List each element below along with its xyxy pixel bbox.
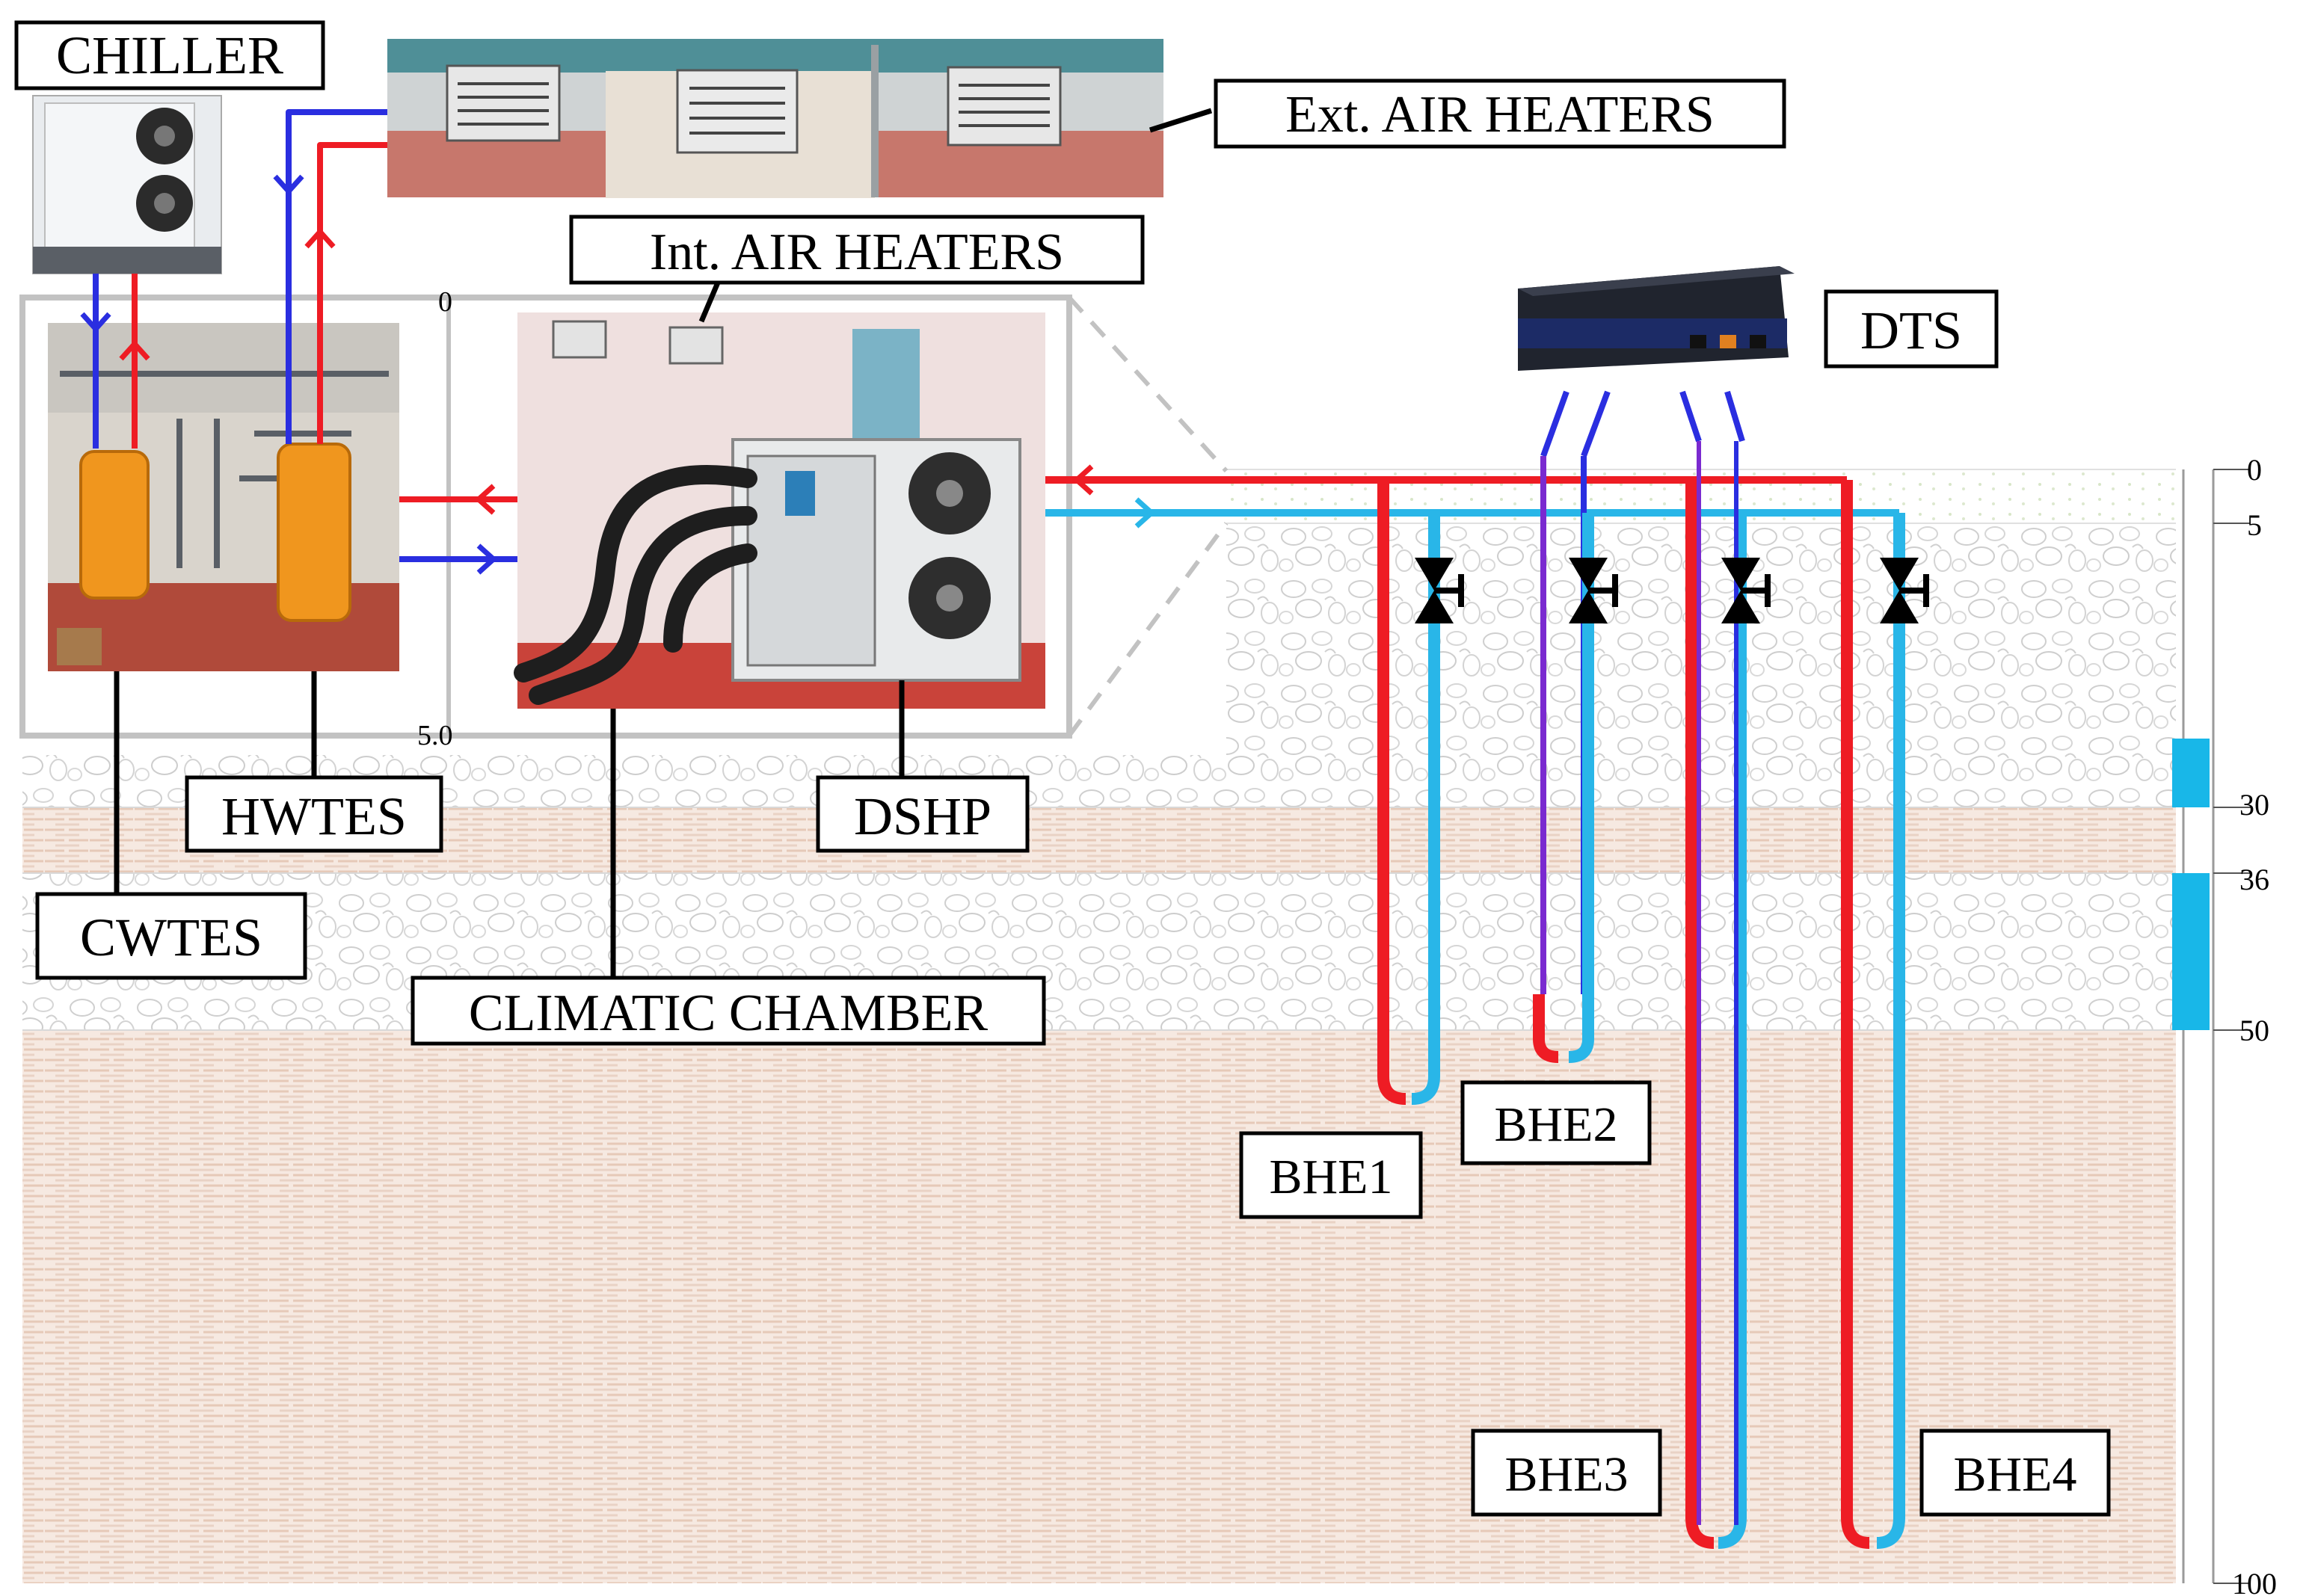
svg-text:BHE1: BHE1 xyxy=(1270,1150,1393,1204)
depth-label-36: 36 xyxy=(2239,863,2269,896)
svg-text:Ext. AIR HEATERS: Ext. AIR HEATERS xyxy=(1285,86,1715,144)
valve-bhe2 xyxy=(1569,558,1618,623)
label-ext-air-heaters: Ext. AIR HEATERS xyxy=(1214,78,1786,149)
hwtes-tank xyxy=(277,443,351,622)
svg-text:BHE3: BHE3 xyxy=(1505,1447,1629,1502)
depth-label-30: 30 xyxy=(2239,788,2269,822)
valve-bhe4 xyxy=(1880,558,1929,623)
bhe2-loop xyxy=(1533,390,1611,1063)
depth-label-5: 5 xyxy=(2247,508,2262,542)
dts-device xyxy=(1518,266,1795,371)
ground-layers xyxy=(22,469,2176,1583)
piping xyxy=(80,109,1899,575)
aquifer-bar-lower xyxy=(2172,873,2210,1030)
leader-lines xyxy=(114,108,1213,985)
valve-bhe3 xyxy=(1721,558,1771,623)
label-dshp: DSHP xyxy=(816,775,1030,853)
label-cwtes: CWTES xyxy=(35,892,307,980)
label-bhe2: BHE2 xyxy=(1460,1080,1652,1165)
svg-text:DTS: DTS xyxy=(1860,301,1962,360)
depth-label-50: 50 xyxy=(2239,1014,2269,1047)
depth-label-100: 100 xyxy=(2232,1567,2277,1596)
svg-text:DSHP: DSHP xyxy=(854,786,991,846)
svg-text:HWTES: HWTES xyxy=(221,786,407,846)
label-int-air-heaters: Int. AIR HEATERS xyxy=(569,215,1145,285)
label-chiller: CHILLER xyxy=(14,20,325,90)
label-bhe3: BHE3 xyxy=(1471,1429,1662,1517)
label-climatic-chamber: CLIMATIC CHAMBER xyxy=(411,976,1046,1046)
depth-scale: 0 5 30 36 50 100 xyxy=(2172,453,2277,1596)
gravel-layer-36-50 xyxy=(22,873,2176,1030)
svg-text:BHE2: BHE2 xyxy=(1495,1097,1618,1152)
valve-bhe1 xyxy=(1415,558,1464,623)
svg-text:Int. AIR HEATERS: Int. AIR HEATERS xyxy=(650,224,1064,281)
svg-text:BHE4: BHE4 xyxy=(1954,1447,2077,1502)
bhe1-loop xyxy=(1377,480,1440,1105)
valves xyxy=(1415,558,1929,623)
label-bhe4: BHE4 xyxy=(1919,1429,2111,1517)
soil-layer-deep xyxy=(22,1030,2176,1583)
climatic-chamber-photo xyxy=(514,312,1045,709)
cwtes-tank xyxy=(79,450,150,600)
svg-text:CWTES: CWTES xyxy=(80,908,262,967)
label-dts: DTS xyxy=(1824,289,1999,369)
inset-scale-bottom: 5.0 xyxy=(417,720,453,751)
chiller-photo xyxy=(32,95,222,274)
svg-text:CHILLER: CHILLER xyxy=(56,25,283,85)
inset-scale-top: 0 xyxy=(438,286,452,318)
bhe3-loop xyxy=(1679,390,1747,1549)
svg-text:CLIMATIC CHAMBER: CLIMATIC CHAMBER xyxy=(469,985,989,1042)
aquifer-bar-upper xyxy=(2172,739,2210,807)
label-hwtes: HWTES xyxy=(185,775,443,853)
ext-air-heaters-photo xyxy=(387,39,1163,198)
bhe4-loop xyxy=(1841,480,1905,1549)
label-bhe1: BHE1 xyxy=(1239,1131,1423,1219)
depth-label-0: 0 xyxy=(2247,453,2262,487)
tanks-room-photo xyxy=(48,323,399,671)
